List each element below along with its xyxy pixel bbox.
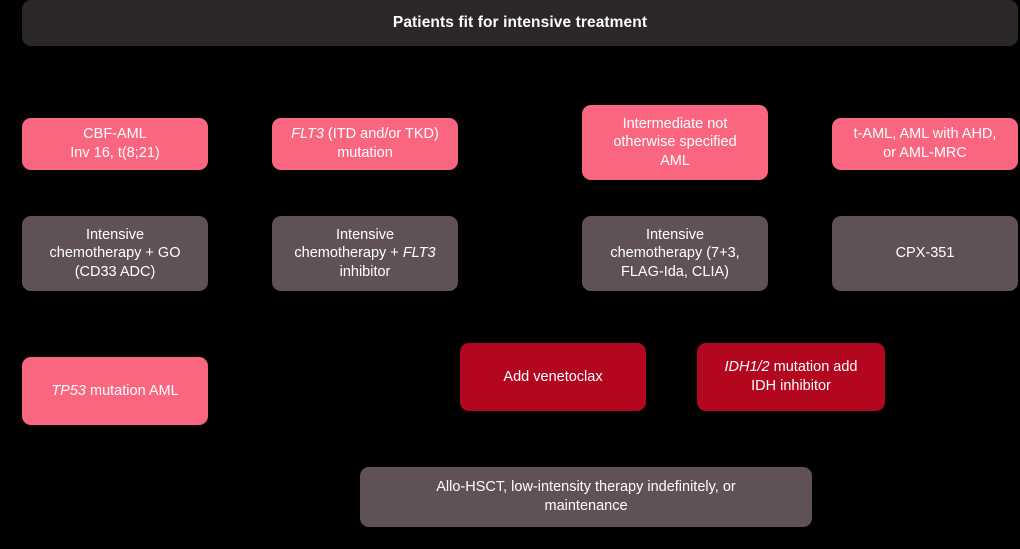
category-cbf-aml-label: CBF-AML Inv 16, t(8;21): [70, 126, 160, 161]
category-tp53-mutation-aml-label: TP53 mutation AML: [51, 382, 179, 399]
treatment-intensive-chemo-standard-label: Intensive chemotherapy (7+3, FLAG-Ida, C…: [610, 226, 740, 280]
addon-idh-inhibitor-label: IDH1/2 mutation add IDH inhibitor: [724, 359, 858, 394]
treatment-intensive-chemo-flt3-label: Intensive chemotherapy + FLT3 inhibitor: [294, 226, 436, 280]
treatment-cpx-351-label: CPX-351: [895, 245, 955, 262]
addon-idh-inhibitor: IDH1/2 mutation add IDH inhibitor: [697, 343, 885, 411]
category-cbf-aml: CBF-AML Inv 16, t(8;21): [22, 118, 208, 170]
category-flt3-mutation: FLT3 (ITD and/or TKD) mutation: [272, 118, 458, 170]
treatment-cpx-351: CPX-351: [832, 216, 1018, 291]
header-banner: Patients fit for intensive treatment: [22, 0, 1018, 46]
header-label: Patients fit for intensive treatment: [392, 14, 648, 32]
outcome-allo-hsct-maintenance: Allo-HSCT, low-intensity therapy indefin…: [360, 467, 812, 527]
addon-add-venetoclax-label: Add venetoclax: [503, 368, 603, 385]
addon-add-venetoclax: Add venetoclax: [460, 343, 646, 411]
category-t-aml-ahd-mrc-label: t-AML, AML with AHD, or AML-MRC: [853, 126, 997, 161]
treatment-intensive-chemo-go: Intensive chemotherapy + GO (CD33 ADC): [22, 216, 208, 291]
outcome-allo-hsct-maintenance-label: Allo-HSCT, low-intensity therapy indefin…: [436, 479, 736, 514]
category-t-aml-ahd-mrc: t-AML, AML with AHD, or AML-MRC: [832, 118, 1018, 170]
treatment-intensive-chemo-go-label: Intensive chemotherapy + GO (CD33 ADC): [49, 226, 181, 280]
category-flt3-mutation-label: FLT3 (ITD and/or TKD) mutation: [291, 126, 439, 161]
category-intermediate-nos-aml-label: Intermediate not otherwise specified AML: [613, 115, 737, 169]
category-tp53-mutation-aml: TP53 mutation AML: [22, 357, 208, 425]
treatment-intensive-chemo-standard: Intensive chemotherapy (7+3, FLAG-Ida, C…: [582, 216, 768, 291]
category-intermediate-nos-aml: Intermediate not otherwise specified AML: [582, 105, 768, 180]
treatment-intensive-chemo-flt3: Intensive chemotherapy + FLT3 inhibitor: [272, 216, 458, 291]
